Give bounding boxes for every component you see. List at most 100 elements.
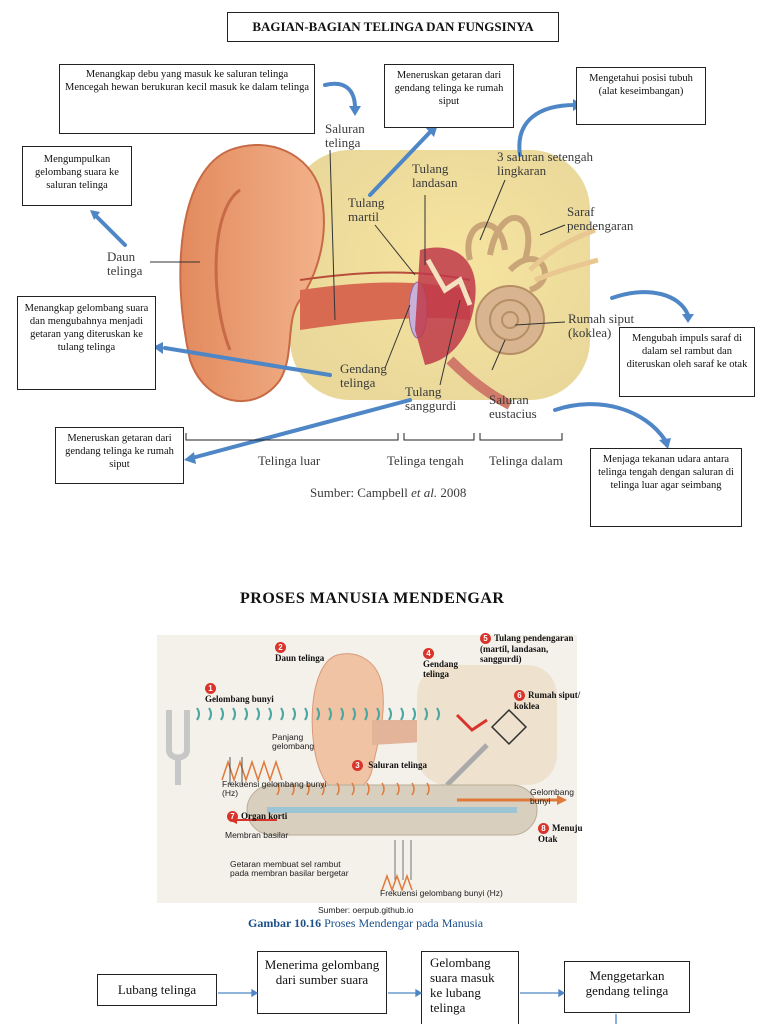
figure-caption-number: Gambar 10.16 [248, 916, 322, 930]
process-ear-shape [311, 653, 384, 792]
box-saluran-fungsi: Menangkap debu yang masuk ke saluran tel… [59, 64, 315, 134]
source-credit-italic: et al. [411, 485, 438, 500]
box-rumah-fungsi: Mengubah impuls saraf di dalam sel rambu… [619, 327, 755, 397]
label-saluran-telinga-2: Saluran telinga [368, 760, 428, 770]
label-setengah-lingkaran: 3 saluran setengah lingkaran [497, 149, 594, 178]
leader-rumah [514, 321, 566, 326]
label-frekuensi-2: Frekuensi gelombang bunyi (Hz) [380, 888, 503, 898]
leader-saraf [539, 224, 566, 236]
label-menuju-otak: Menuju Otak [538, 823, 583, 844]
step-badge-4: 4 [423, 648, 434, 659]
arrowhead-eustacius [659, 438, 671, 449]
leader-setengah [479, 179, 506, 241]
label-rumah-siput-2: Rumah siput/ koklea [514, 690, 581, 711]
cochlea-highlight [490, 708, 528, 746]
leader-saluran [329, 149, 336, 321]
step-badge-8: 8 [538, 823, 549, 834]
label-membran-basilar: Membran basilar [225, 830, 289, 840]
source-credit-2: Sumber: oerpub.github.io [318, 905, 414, 915]
eustachian-tube [446, 356, 513, 410]
flow-step-2: Menerima gelombang dari sumber suara [257, 951, 387, 1014]
figure-caption-text: Proses Mendengar pada Manusia [321, 916, 484, 930]
leader-eustacius [491, 339, 506, 371]
label-tulang-pendengaran: Tulang pendengaran (martil, landasan, sa… [480, 633, 574, 664]
label-gendang-telinga-2: Gendang telinga [423, 659, 459, 679]
label-daun-telinga: Daun telinga [107, 249, 143, 278]
process-ossicles [455, 713, 488, 732]
label-panjang-gelombang: Panjang gelombang [272, 732, 315, 751]
process-step-3: 3 Saluran telinga [352, 760, 452, 771]
label-tulang-landasan: Tulang landasan [412, 161, 458, 190]
box-sanggurdi-fungsi: Meneruskan getaran dari gendang telinga … [55, 427, 184, 484]
vibration-lines [394, 840, 412, 880]
frequency-wave-1 [221, 759, 283, 783]
box-eustacius-fungsi: Menjaga tekanan udara antara telinga ten… [590, 448, 742, 527]
tuning-fork [166, 710, 190, 785]
arrowhead-rumah [682, 314, 694, 323]
arrow-rumah-fungsi [610, 290, 690, 317]
arrow-eustacius-fungsi [553, 402, 667, 442]
cochlea-shape [475, 285, 545, 355]
leader-sanggurdi [439, 299, 461, 386]
label-saluran-telinga: Saluran telinga [325, 121, 365, 150]
label-telinga-dalam: Telinga dalam [489, 453, 563, 468]
flow-step-3: Gelombang suara masuk ke lubang telinga [421, 951, 519, 1024]
cochlea-core [501, 311, 519, 329]
semicircular-canals [465, 214, 548, 293]
label-tulang-sanggurdi: Tulang sanggurdi [405, 384, 457, 413]
label-gendang-telinga: Gendang telinga [340, 361, 387, 390]
process-pointer [445, 743, 489, 787]
arrow-saluran-fungsi [323, 81, 357, 110]
frequency-wave-2 [381, 873, 413, 893]
label-getaran: Getaran membuat sel rambut pada membran … [230, 859, 349, 878]
arrowhead-sanggurdi [184, 452, 196, 464]
label-frekuensi-1: Frekuensi gelombang bunyi (Hz) [222, 779, 327, 798]
arrow-setengah-fungsi [517, 103, 577, 157]
ear-fold [214, 188, 241, 351]
step-badge-7: 7 [227, 811, 238, 822]
arrowhead-saluran [349, 106, 361, 116]
step-badge-3: 3 [352, 760, 363, 771]
label-rumah-siput: Rumah siput (koklea) [568, 311, 635, 340]
label-telinga-tengah: Telinga tengah [387, 453, 464, 468]
label-gelombang-bunyi-2: Gelombang bunyi [530, 787, 574, 806]
ear-anatomy-illustration [179, 144, 599, 410]
ossicles [425, 258, 473, 306]
sound-waves [196, 707, 440, 721]
flow-step-4: Menggetarkan gendang telinga [564, 961, 690, 1013]
flow-arrowhead-2 [415, 988, 423, 998]
auditory-nerve [528, 227, 599, 283]
box-landasan-fungsi: Meneruskan getaran dari gendang telinga … [384, 64, 514, 128]
cochlea-inner [489, 299, 531, 341]
arrow-landasan-fungsi [368, 128, 434, 197]
signal-arrowhead-right [557, 795, 567, 805]
leader-martil [374, 224, 416, 276]
flow-step-1: Lubang telinga [97, 974, 217, 1006]
label-organ-korti: Organ korti [241, 811, 288, 821]
flow-arrowhead-1 [251, 988, 259, 998]
section1-title: BAGIAN-BAGIAN TELINGA DAN FUNGSINYA [227, 12, 559, 42]
step-badge-6: 6 [514, 690, 525, 701]
step-badge-5: 5 [480, 633, 491, 644]
box-setengah-fungsi: Mengetahui posisi tubuh (alat keseimbang… [576, 67, 706, 125]
bracket-luar [185, 433, 399, 441]
leader-gendang [384, 304, 411, 369]
label-saluran-eustacius: Saluran eustacius [489, 392, 537, 421]
outer-ear-shape [179, 144, 325, 403]
hearing-process-illustration [157, 635, 577, 903]
arrow-sanggurdi-fungsi [190, 398, 412, 460]
label-saraf-pendengaran: Saraf pendengaran [567, 204, 634, 233]
source-credit-post: 2008 [437, 485, 467, 500]
label-telinga-luar: Telinga luar [258, 453, 321, 468]
step-badge-2: 2 [275, 642, 286, 653]
wavelength-marker [229, 757, 243, 785]
section2-title: PROSES MANUSIA MENDENGAR [240, 590, 505, 607]
step-badge-1: 1 [205, 683, 216, 694]
